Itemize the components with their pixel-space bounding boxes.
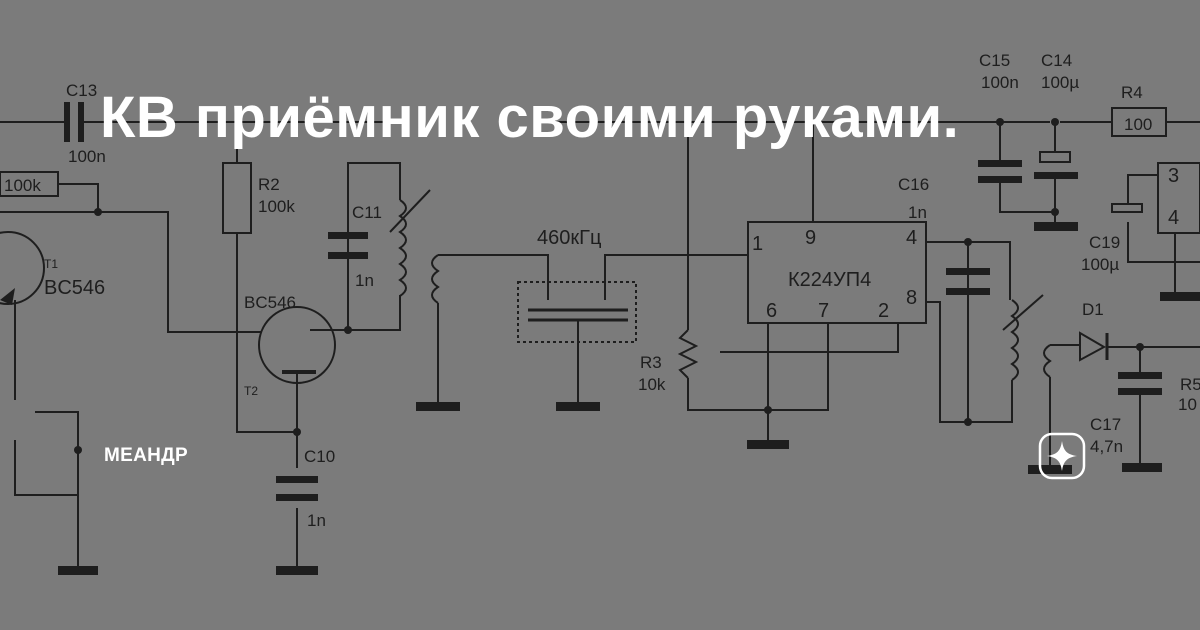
wire	[926, 241, 1011, 300]
label-t2-type: BC546	[244, 293, 296, 312]
label-c13-value: 100n	[68, 147, 106, 166]
regulator-body	[1157, 162, 1200, 234]
wire	[58, 183, 99, 212]
label-r1-value: 100k	[4, 176, 41, 195]
wire	[687, 323, 829, 411]
wire	[389, 189, 431, 233]
label-c13: C13	[66, 81, 97, 100]
wire	[999, 180, 1055, 213]
label-c17-value: 4,7n	[1090, 437, 1123, 456]
wire	[677, 329, 699, 379]
wire	[1127, 174, 1158, 204]
label-c15: C15	[979, 51, 1010, 70]
wire	[0, 211, 262, 333]
ic-body	[747, 221, 927, 324]
channel-name[interactable]: МЕАНДР	[104, 445, 188, 466]
wire	[604, 254, 748, 300]
wire	[14, 411, 79, 496]
label-r4: R4	[1121, 83, 1143, 102]
wire	[720, 323, 899, 353]
label-r5: R5	[1180, 375, 1200, 394]
wire	[347, 162, 401, 330]
coil	[1043, 344, 1052, 378]
label-r3: R3	[640, 353, 662, 372]
zen-star-icon	[1038, 432, 1086, 480]
label-ic-pin-2: 2	[878, 300, 889, 322]
label-r3-value: 10k	[638, 375, 666, 394]
label-filter-freq: 460кГц	[537, 227, 601, 249]
label-c10: C10	[304, 447, 335, 466]
wire	[1002, 294, 1044, 331]
coil	[1010, 299, 1019, 381]
label-c14-value: 100µ	[1041, 73, 1079, 92]
label-c11-value: 1n	[355, 271, 374, 290]
label-ic-pin-1: 1	[752, 233, 763, 255]
label-r4-value: 100	[1124, 115, 1152, 134]
coil	[398, 199, 407, 297]
coil	[431, 254, 440, 304]
label-c16-value: 1n	[908, 203, 927, 222]
label-t1: T1	[44, 257, 58, 271]
wire	[926, 301, 1013, 423]
label-t2: T2	[244, 384, 258, 398]
wire	[236, 233, 297, 433]
electrolytic-plate	[1111, 203, 1143, 213]
label-d1: D1	[1082, 300, 1104, 319]
label-r5-value: 10	[1178, 395, 1197, 414]
label-ic-pin-9: 9	[805, 227, 816, 249]
article-headline[interactable]: КВ приёмник своими руками.	[100, 85, 960, 150]
label-c16: C16	[898, 175, 929, 194]
label-c11: C11	[352, 203, 382, 222]
label-c14: C14	[1041, 51, 1072, 70]
label-ic-pin-8: 8	[906, 287, 917, 309]
label-c15-value: 100n	[981, 73, 1019, 92]
diode-d1	[1079, 331, 1107, 362]
label-c19: C19	[1089, 233, 1120, 252]
label-reg-pin-4: 4	[1168, 207, 1179, 229]
wire	[347, 263, 401, 331]
resistor-r4	[1111, 107, 1167, 137]
label-ic-pin-7: 7	[818, 300, 829, 322]
label-ic-type: К224УП4	[788, 269, 871, 291]
label-c17: C17	[1090, 415, 1121, 434]
resistor-r2	[222, 162, 252, 234]
label-ic-pin-4: 4	[906, 227, 917, 249]
wire	[1127, 222, 1200, 263]
transistor-t1	[0, 231, 45, 305]
label-reg-pin-3: 3	[1168, 165, 1179, 187]
label-r2: R2	[258, 175, 280, 194]
label-c19-value: 100µ	[1081, 255, 1119, 274]
label-c10-value: 1n	[307, 511, 326, 530]
label-ic-pin-6: 6	[766, 300, 777, 322]
electrolytic-plate	[1039, 151, 1071, 163]
label-r2-value: 100k	[258, 197, 295, 216]
wire	[438, 254, 549, 300]
label-t1-type: BC546	[44, 277, 105, 299]
